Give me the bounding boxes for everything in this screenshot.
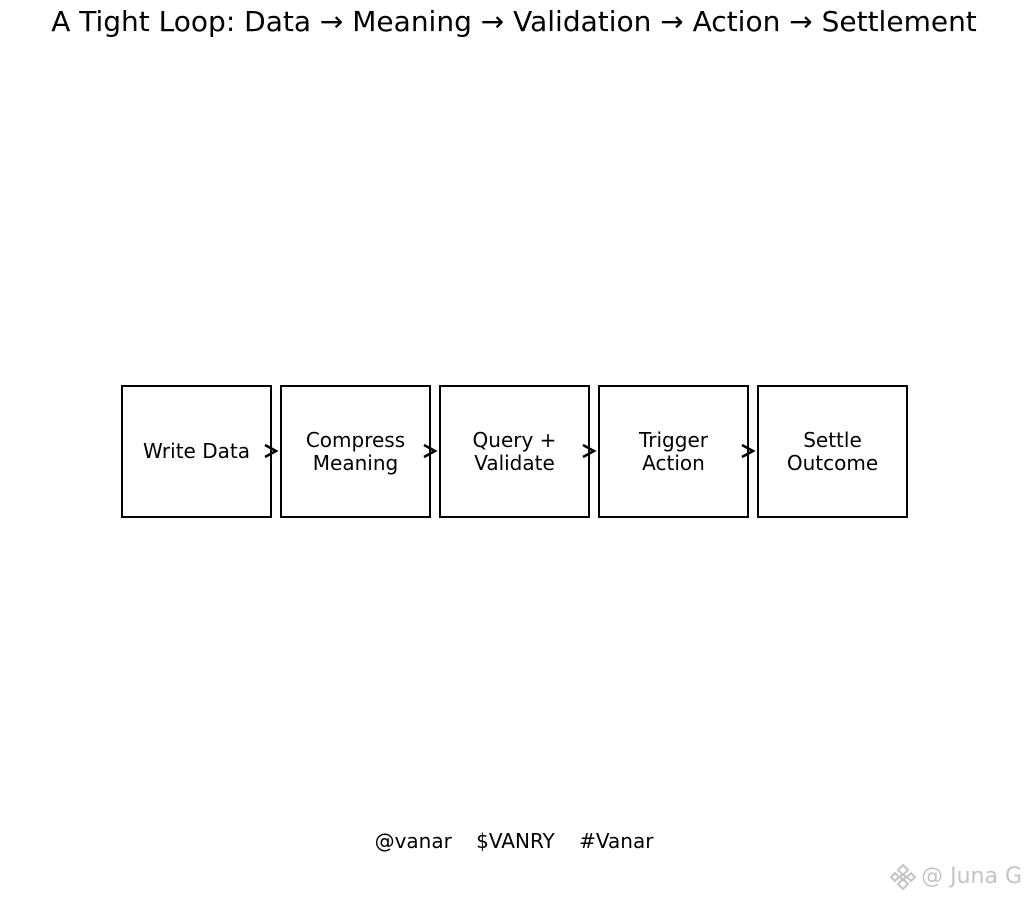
tag-mention: @vanar bbox=[374, 829, 452, 853]
binance-logo-icon bbox=[889, 863, 917, 891]
arrow-right-icon bbox=[739, 441, 757, 461]
tag-hashtag: #Vanar bbox=[579, 829, 654, 853]
tag-cashtag: $VANRY bbox=[476, 829, 555, 853]
step-query-validate: Query + Validate bbox=[439, 385, 590, 518]
step-label: Trigger Action bbox=[639, 427, 708, 475]
step-settle-outcome: Settle Outcome bbox=[757, 385, 908, 518]
arrow-right-icon bbox=[421, 441, 439, 461]
step-write-data: Write Data bbox=[121, 385, 272, 518]
step-compress-meaning: Compress Meaning bbox=[280, 385, 431, 518]
step-label: Compress Meaning bbox=[305, 427, 406, 475]
arrow-right-icon bbox=[262, 441, 280, 461]
diagram-title: A Tight Loop: Data → Meaning → Validatio… bbox=[51, 5, 977, 38]
step-label: Settle Outcome bbox=[786, 427, 879, 475]
watermark: @ Juna G bbox=[889, 862, 1022, 892]
hashtag-line: @vanar $VANRY #Vanar bbox=[0, 828, 1028, 854]
step-label: Write Data bbox=[143, 439, 250, 463]
step-trigger-action: Trigger Action bbox=[598, 385, 749, 518]
watermark-text: @ Juna G bbox=[921, 864, 1022, 889]
arrow-right-icon bbox=[580, 441, 598, 461]
step-label: Query + Validate bbox=[472, 427, 557, 475]
